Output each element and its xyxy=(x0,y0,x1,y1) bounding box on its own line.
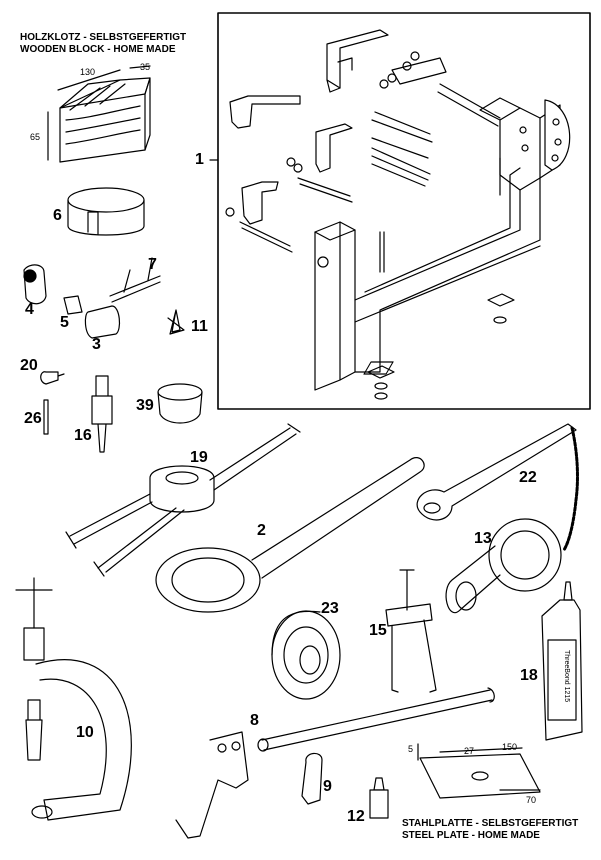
plate-thickness-dimension: 5 xyxy=(408,744,414,754)
steel-plate xyxy=(417,743,541,799)
wood-height-dimension: 65 xyxy=(30,132,41,142)
steel-plate-caption-de: STAHLPLATTE - SELBSTGEFERTIGT xyxy=(402,818,579,829)
tool-set-small xyxy=(23,257,203,453)
callout-1: 1 xyxy=(195,151,204,168)
callout-2: 2 xyxy=(257,522,266,539)
steel-plate-caption-en: STEEL PLATE - HOME MADE xyxy=(402,830,540,841)
wood-width-dimension: 35 xyxy=(140,62,151,72)
chain-wrench-part-22 xyxy=(416,423,579,552)
wooden-block xyxy=(47,65,151,163)
support-bar-part-8 xyxy=(175,687,495,839)
callout-4: 4 xyxy=(25,301,34,318)
frame-box-border xyxy=(217,12,591,410)
callout-6: 6 xyxy=(53,207,62,224)
wrench-part-2 xyxy=(155,457,425,613)
callout-10: 10 xyxy=(76,724,94,741)
sealant-tube-part-18 xyxy=(541,581,583,741)
plate-length-dimension: 150 xyxy=(502,742,518,752)
callout-39: 39 xyxy=(136,397,154,414)
callout-5: 5 xyxy=(60,314,69,331)
wooden-block-caption-en: WOODEN BLOCK - HOME MADE xyxy=(20,44,176,55)
puller-disc-part-23 xyxy=(271,610,341,700)
wooden-block-caption-de: HOLZKLOTZ - SELBSTGEFERTIGT xyxy=(20,32,187,43)
plate-width-dimension: 70 xyxy=(526,795,537,805)
holder-part-19 xyxy=(65,423,301,577)
puller-part-15 xyxy=(385,569,437,693)
bottle-part-12 xyxy=(369,777,389,819)
callout-19: 19 xyxy=(190,449,208,466)
callout-9: 9 xyxy=(323,778,332,795)
callout-3: 3 xyxy=(92,336,101,353)
ring-part-6 xyxy=(67,187,145,236)
callout-8: 8 xyxy=(250,712,259,729)
plate-hole-dimension: 27 xyxy=(464,746,475,756)
callout-23: 23 xyxy=(321,600,339,617)
callout-16: 16 xyxy=(74,427,92,444)
engine-stand xyxy=(225,29,571,400)
callout-7: 7 xyxy=(148,256,157,273)
wood-length-dimension: 130 xyxy=(80,67,96,77)
c-clamp-part-10 xyxy=(15,577,132,821)
callout-20: 20 xyxy=(20,357,38,374)
sealant-tube-label: ThreeBond 1215 xyxy=(563,650,570,703)
callout-26: 26 xyxy=(24,410,42,427)
holder-part-13 xyxy=(445,518,562,614)
callout-13: 13 xyxy=(474,530,492,547)
callout-12: 12 xyxy=(347,808,365,825)
callout-18: 18 xyxy=(520,667,538,684)
callout-15: 15 xyxy=(369,622,387,639)
callout-22: 22 xyxy=(519,469,537,486)
callout-11: 11 xyxy=(191,318,208,335)
